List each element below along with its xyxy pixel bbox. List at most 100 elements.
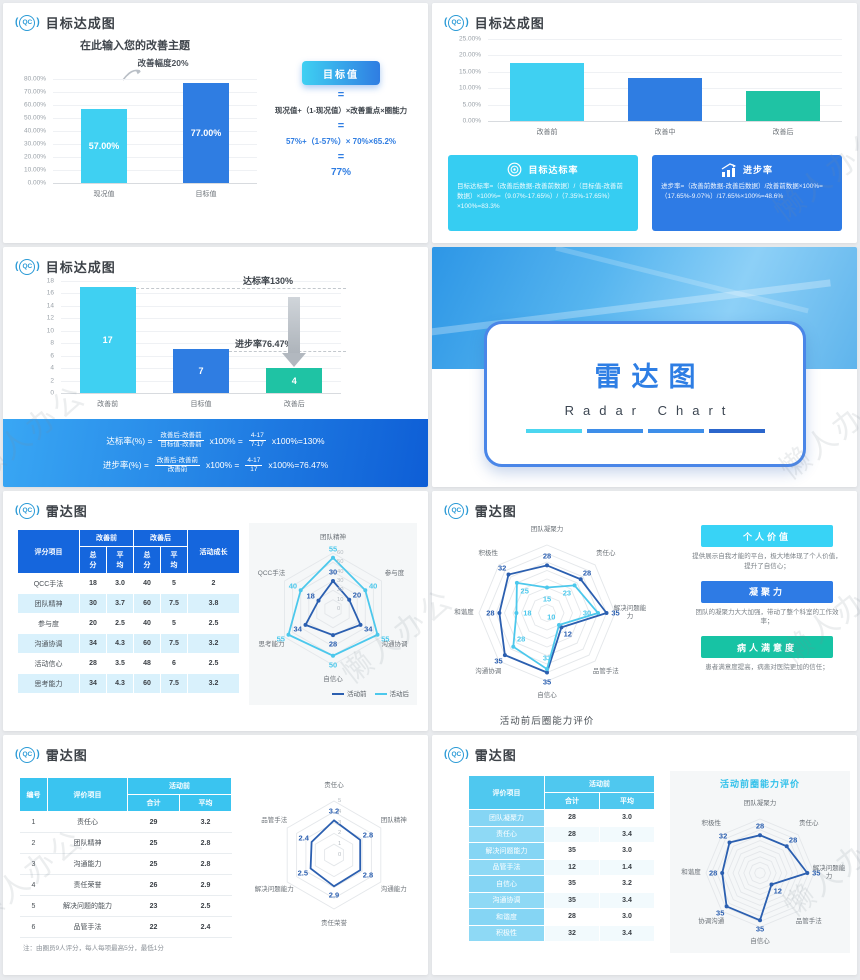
rd-vl: 28	[582, 568, 592, 578]
chart-element: 改善后	[283, 401, 305, 408]
bc-grid	[53, 144, 257, 145]
table-cell: 25	[127, 853, 180, 875]
table-cell: 4	[19, 874, 48, 896]
chart-element: 14	[46, 302, 54, 310]
table-cell: 沟通协调	[17, 633, 80, 654]
table-cell: 责任荣誉	[47, 874, 128, 896]
chart-legend: 活动前 活动后	[332, 688, 409, 698]
bar-chart: 80.00%70.00%60.00%50.00%40.00%30.00%20.0…	[13, 76, 257, 213]
table-cell: 活动信心	[17, 653, 80, 674]
formula-result: x100%=130%	[271, 435, 325, 446]
table-cell: 1.4	[599, 858, 655, 876]
bc-bar: 77.00%	[183, 82, 229, 183]
slide-goal-chart-1[interactable]: (QC) 目标达成图 在此输入您的改善主题 改善幅度20% 80.00%70.0…	[3, 3, 428, 243]
slide-header: (QC) 目标达成图	[444, 13, 545, 32]
rd-vl: 3.2	[328, 806, 340, 816]
rd-rl: 0	[338, 852, 342, 858]
table-cell: 2.4	[179, 916, 232, 938]
rate-annotation: 达标率130%	[243, 276, 294, 286]
qc-logo-icon: (QC)	[15, 258, 40, 275]
slide-radar-2[interactable]: (QC) 雷达图 团队凝聚力责任心解决问题能力品管手法自信心沟通协调和谐度积极性…	[432, 491, 857, 731]
table-cell: 35	[544, 875, 600, 893]
bc-grid	[53, 170, 257, 171]
rd-vl: 25	[520, 586, 529, 596]
chart-element	[298, 588, 303, 593]
rd-vl: 40	[368, 581, 378, 591]
chart-element	[506, 572, 511, 577]
slide-radar-1[interactable]: (QC) 雷达图 评分项目 改善前 改善后 活动成长 总 分 平 均 总 分 平…	[3, 491, 428, 731]
chart-element	[805, 871, 810, 875]
benefit-cards: 个人价值 提供展示自我才能的平台，极大地体现了个人价值，提升了自信心； 凝聚力 …	[686, 525, 848, 682]
slide-header: (QC) 目标达成图	[15, 13, 116, 32]
bc-y: 25.00%20.00%15.00%10.00%5.00%0.00%	[448, 36, 484, 125]
table-cell: 责任心	[47, 811, 128, 833]
card-description: 团队的凝聚力大大加强，带动了整个科室的工作效率；	[695, 608, 839, 626]
col-header: 改善后	[133, 529, 188, 547]
bc-grid	[61, 318, 341, 320]
card-description: 提供展示自我才能的平台，极大地体现了个人价值，提升了自信心；	[692, 553, 842, 570]
table-cell: 7.5	[160, 633, 188, 654]
fraction: 改善后-改善前目标值-改善前	[158, 431, 204, 449]
chart-element	[514, 611, 519, 615]
rd-ax: 解决问题能力	[613, 605, 647, 620]
table-cell: 沟通能力	[47, 853, 128, 875]
slide-radar-cover[interactable]: 雷达图 Radar Chart	[432, 247, 857, 487]
rd-vl: 55	[276, 634, 285, 644]
chart-element: 6	[50, 352, 54, 360]
qc-logo-icon: (QC)	[444, 14, 469, 31]
col-header: 评价项目	[468, 775, 545, 810]
chart-element: 0.00%	[27, 179, 46, 187]
formula-result: 77%	[330, 167, 351, 178]
col-subheader: 总 分	[133, 546, 161, 574]
rd-vl: 35	[755, 924, 765, 934]
legend-swatch	[332, 693, 344, 696]
slide-goal-chart-2[interactable]: (QC) 目标达成图 25.00%20.00%15.00%10.00%5.00%…	[432, 3, 857, 243]
table-cell: 2.8	[179, 853, 232, 875]
rd-ax: 责任心	[324, 782, 344, 790]
chart-element: 4	[50, 364, 54, 372]
col-header: 改善前	[79, 529, 134, 547]
rd-vl: 35	[542, 677, 552, 686]
table-cell: 3.2	[187, 673, 240, 694]
table-cell: 22	[127, 916, 180, 938]
chart-element	[316, 598, 321, 603]
table-cell: 2	[19, 832, 48, 854]
bc-grid	[61, 293, 341, 295]
box-title-row: 进步率	[661, 162, 833, 177]
bc-bar	[510, 63, 584, 121]
table-cell: 60	[133, 633, 161, 654]
table-cell: 5	[19, 895, 48, 917]
chart-element	[732, 845, 788, 901]
table-cell: 60	[133, 673, 161, 694]
chart-element: 15.00%	[458, 68, 481, 76]
slide-header: (QC) 雷达图	[15, 745, 88, 764]
rd-ax: 沟通协调	[475, 667, 502, 675]
col-header: 评价项目	[47, 777, 128, 812]
chart-element	[545, 563, 549, 568]
table-cell: 3.8	[187, 593, 240, 614]
table-cell: 28	[544, 908, 600, 926]
table-cell: 和谐度	[468, 908, 545, 926]
rd-rl: 60	[337, 550, 344, 556]
rd-vl: 40	[288, 581, 298, 591]
trend-up-icon	[721, 163, 736, 177]
table-cell: 60	[133, 593, 161, 614]
table-cell: 品管手法	[47, 916, 128, 938]
qc-logo-icon: (QC)	[444, 502, 469, 519]
table-cell: 3.7	[106, 593, 134, 614]
bc-bar: 57.00%	[81, 108, 127, 183]
chart-element	[758, 833, 762, 838]
rd-ax: 团队精神	[380, 816, 407, 824]
chart-element: 2	[50, 377, 54, 385]
